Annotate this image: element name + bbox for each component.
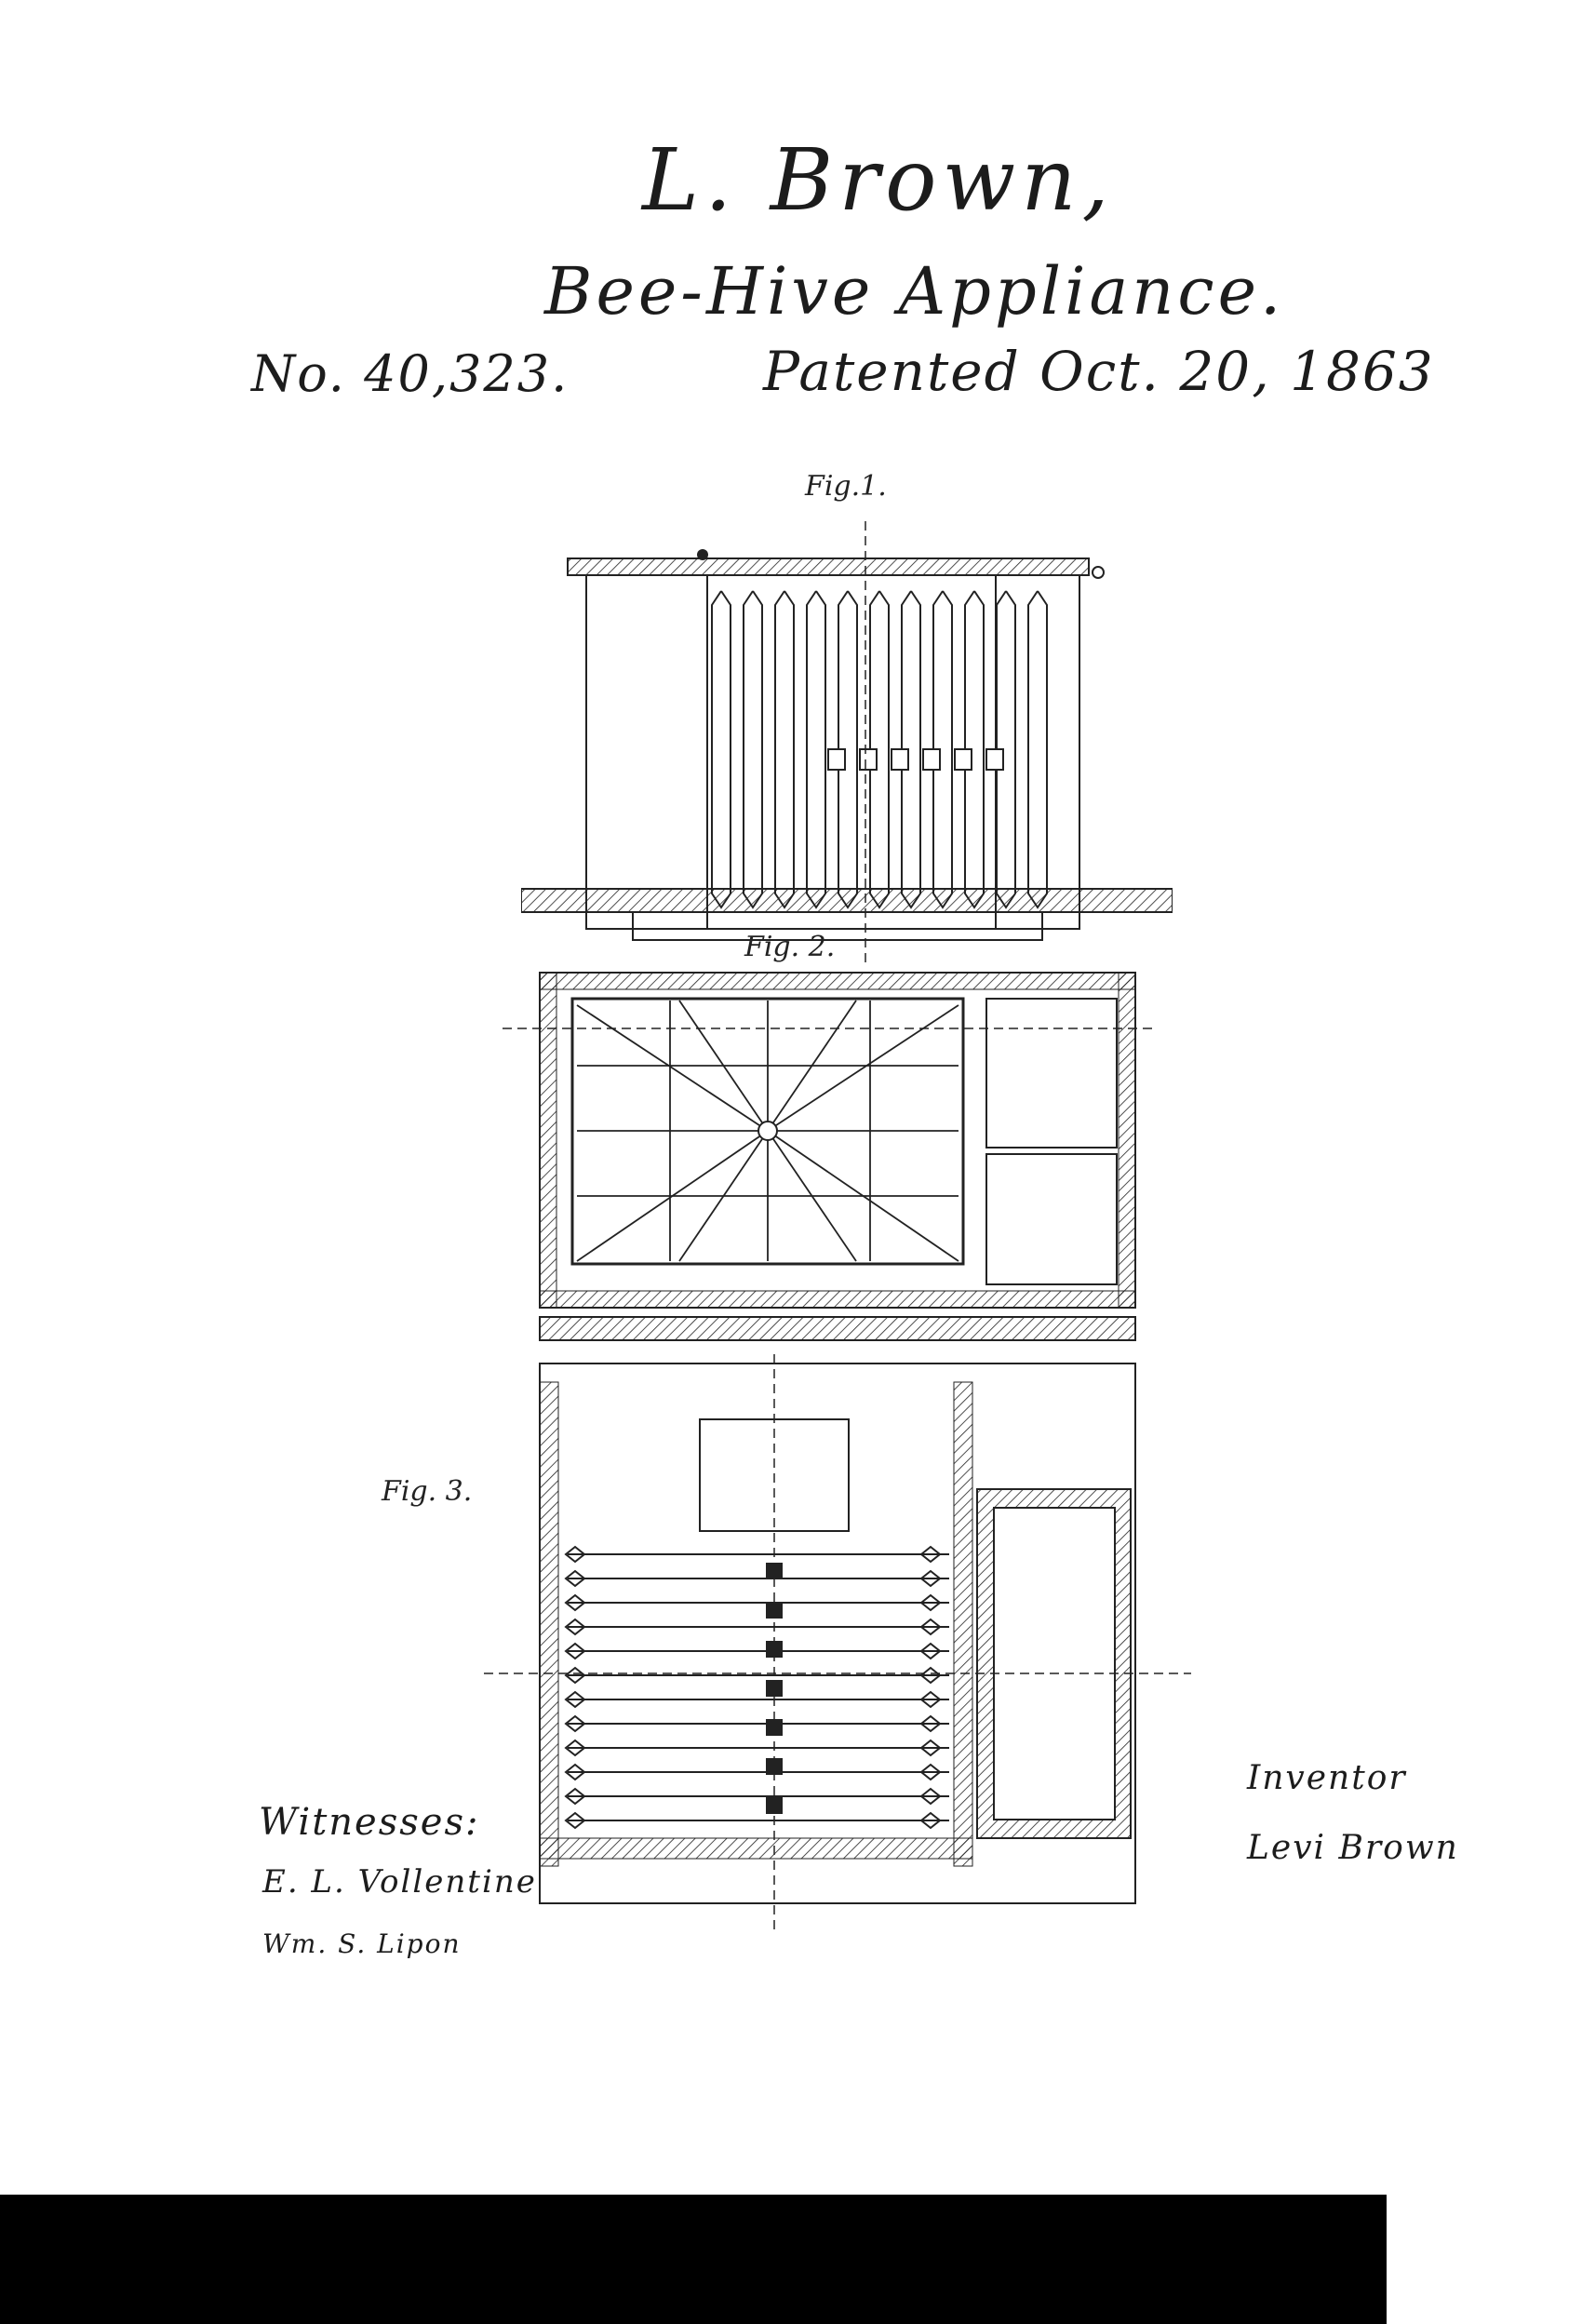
- fig2-drawing: [503, 972, 1154, 1341]
- witness-signature-1: E. L. Vollentine: [262, 1863, 537, 1901]
- fig2-label: Fig. 2.: [744, 931, 836, 963]
- inventor-signature: Levi Brown: [1247, 1829, 1459, 1867]
- inventor-name-heading: L. Brown,: [642, 130, 1115, 230]
- fig3-drawing: [484, 1354, 1191, 1931]
- fig3-label: Fig. 3.: [382, 1475, 473, 1508]
- fig1-drawing: [521, 521, 1173, 968]
- invention-title: Bee-Hive Appliance.: [544, 253, 1285, 329]
- witness-signature-2: Wm. S. Lipon: [262, 1928, 462, 1959]
- patented-date: Patented Oct. 20, 1863: [763, 340, 1435, 403]
- witnesses-label: Witnesses:: [259, 1801, 480, 1844]
- patent-number: No. 40,323.: [251, 344, 570, 403]
- inventor-label: Inventor: [1247, 1759, 1407, 1797]
- fig1-label: Fig.1.: [805, 470, 887, 503]
- scan-border-band: [0, 2195, 1387, 2324]
